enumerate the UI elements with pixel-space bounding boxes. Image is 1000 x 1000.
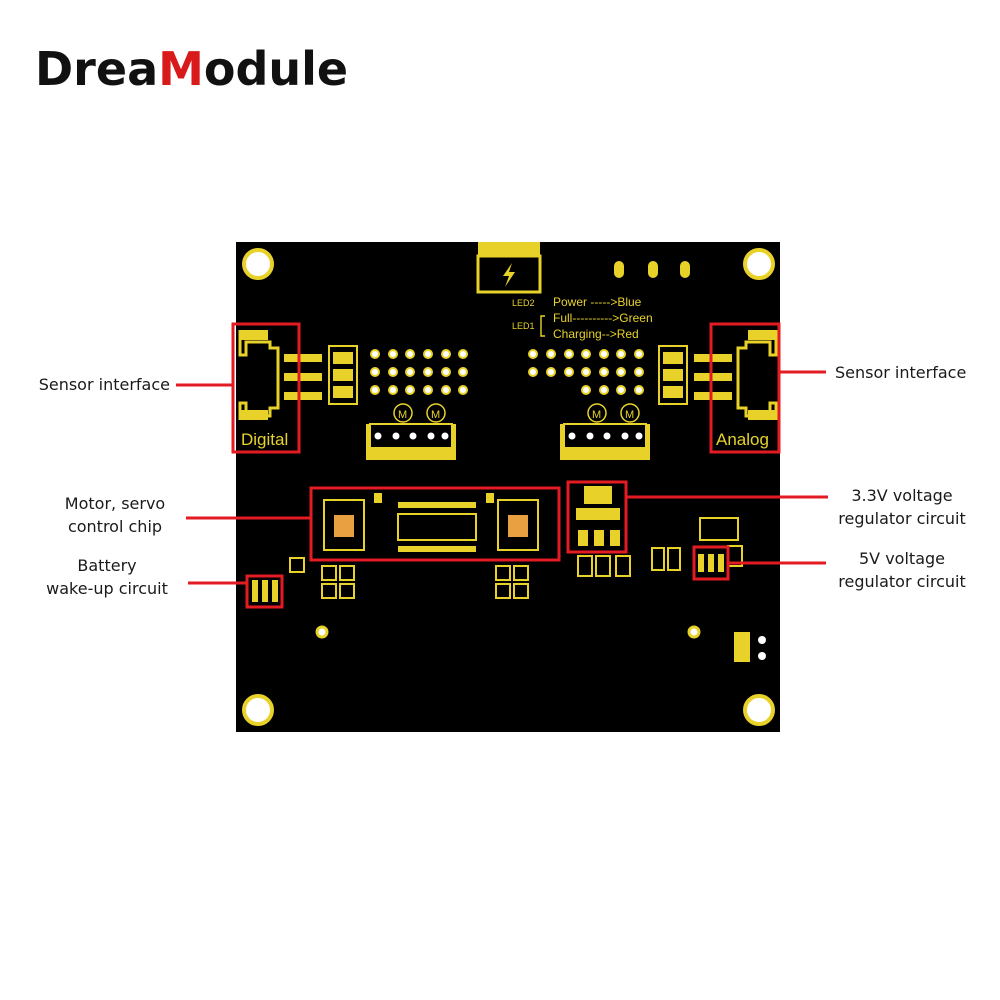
- digital-port-label: Digital: [241, 430, 288, 449]
- motor-terminal-left: [366, 403, 456, 460]
- mounting-holes: [242, 248, 775, 726]
- motor-terminal-right: [560, 403, 650, 460]
- passive-components: [289, 517, 743, 599]
- motor-mark-3: M: [592, 409, 601, 421]
- callout-reg5-line2: regulator circuit: [838, 572, 966, 591]
- regulator-5v-part: [698, 554, 724, 572]
- callout-reg33-line2: regulator circuit: [838, 509, 966, 528]
- top-pads: [614, 261, 690, 278]
- callout-reg33-line1: 3.3V voltage: [851, 486, 953, 505]
- vias: [315, 625, 701, 639]
- regulator-33v-part: [576, 486, 620, 546]
- led-pads-right: [658, 345, 688, 405]
- digital-sensor-port: [238, 330, 322, 420]
- callout-boxes: [231, 322, 781, 609]
- pin-grid-right: [528, 349, 644, 395]
- callout-motor-chip: Motor, servo control chip: [40, 492, 190, 538]
- brand-prefix: Drea: [35, 42, 159, 96]
- brand-highlight: M: [158, 42, 204, 96]
- callout-sensor-right: Sensor interface: [835, 363, 967, 382]
- callout-reg-5: 5V voltage regulator circuit: [828, 547, 976, 593]
- analog-sensor-port: [694, 330, 778, 420]
- callout-battery-line2: wake-up circuit: [46, 579, 168, 598]
- led-pads-left: [328, 345, 358, 405]
- power-pad: [476, 242, 542, 294]
- motor-mark-4: M: [625, 409, 634, 421]
- led1-label: LED1: [512, 321, 535, 331]
- led1-legend-full: Full---------->Green: [553, 311, 653, 325]
- brand-suffix: odule: [203, 42, 349, 96]
- callout-sensor-left: Sensor interface: [38, 375, 170, 394]
- led2-label: LED2: [512, 298, 535, 308]
- led1-legend-charging: Charging-->Red: [553, 327, 639, 341]
- callout-reg-33: 3.3V voltage regulator circuit: [828, 484, 976, 530]
- motor-mark-2: M: [431, 409, 440, 421]
- callout-lines: [176, 370, 828, 585]
- callout-reg5-line1: 5V voltage: [859, 549, 945, 568]
- bottom-right-pads: [734, 632, 766, 662]
- callout-motor-line1: Motor, servo: [64, 494, 166, 513]
- motor-mark-1: M: [398, 409, 407, 421]
- callout-box-analog: [709, 322, 781, 454]
- callout-box-battery: [245, 574, 284, 609]
- pin-grid-left: [370, 349, 468, 395]
- lightning-icon: [503, 263, 515, 287]
- callout-battery-line1: Battery: [77, 556, 137, 575]
- analog-port-label: Analog: [716, 430, 769, 449]
- callout-box-digital: [231, 322, 301, 454]
- callout-battery: Battery wake-up circuit: [32, 554, 182, 600]
- brand-logo: DreaModule: [35, 46, 348, 92]
- battery-wakeup-part: [252, 580, 278, 602]
- motor-driver-chips: [323, 493, 539, 552]
- callout-motor-line2: control chip: [67, 517, 163, 536]
- callout-box-motor: [309, 486, 561, 562]
- led2-legend: Power ----->Blue: [553, 295, 642, 309]
- callout-box-33v: [566, 480, 628, 554]
